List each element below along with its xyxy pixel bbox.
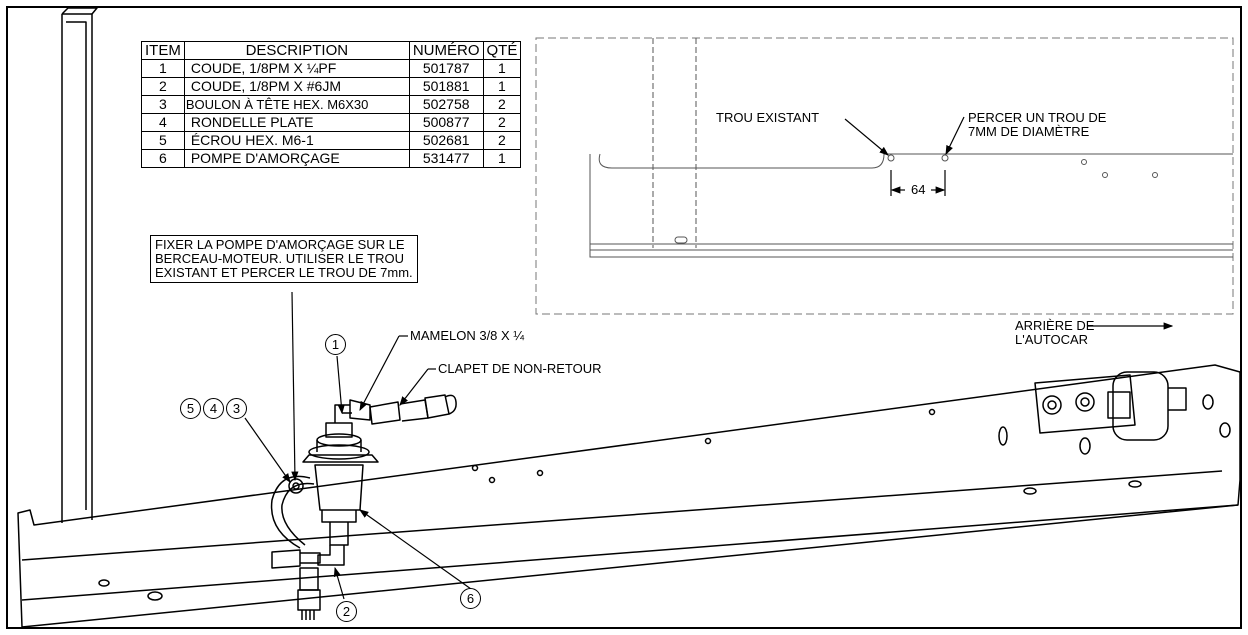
rear-line: ARRIÈRE DE [1015,318,1095,333]
cell-numero: 501787 [408,59,484,78]
instruction-note: FIXER LA POMPE D'AMORÇAGE SUR LE BERCEAU… [150,235,418,283]
cell-item: 6 [141,149,185,168]
col-description: DESCRIPTION [183,41,410,60]
cell-qte: 1 [482,77,522,96]
table-row: 3 BOULON À TÊTE HEX. M6X30 502758 2 [141,95,522,114]
callout-3: 3 [226,398,247,419]
dimension-label: 64 [911,182,926,197]
callout-5: 5 [180,398,201,419]
drill-hole-label: PERCER UN TROU DE 7MM DE DIAMÈTRE [968,111,1106,139]
cell-item: 4 [141,113,185,132]
cell-numero: 500877 [408,113,484,132]
cell-item: 1 [141,59,185,78]
callout-2: 2 [336,601,357,622]
cell-qte: 1 [482,59,522,78]
table-row: 2 COUDE, 1/8PM X #6JM 501881 1 [141,77,522,96]
cell-numero: 502758 [408,95,484,114]
callout-4: 4 [203,398,224,419]
cell-item: 2 [141,77,185,96]
callout-6: 6 [460,588,481,609]
cell-numero: 501881 [408,77,484,96]
table-row: 5 ÉCROU HEX. M6-1 502681 2 [141,131,522,150]
instruction-line: FIXER LA POMPE D'AMORÇAGE SUR LE [155,237,405,252]
drawing-frame [6,6,1242,629]
col-qte: QTÉ [482,41,522,60]
engine-cradle-rail [17,364,1241,628]
instruction-line: EXISTANT ET PERCER LE TROU DE 7mm. [155,265,413,280]
parts-table: ITEM DESCRIPTION NUMÉRO QTÉ 1 COUDE, 1/8… [141,41,522,168]
rear-line: L'AUTOCAR [1015,332,1089,347]
table-header-row: ITEM DESCRIPTION NUMÉRO QTÉ [141,41,522,60]
nipple-label: MAMELON 3/8 X ¼ [410,328,525,343]
rear-of-coach-label: ARRIÈRE DE L'AUTOCAR [1015,319,1094,347]
elbow-fitting [271,545,345,620]
cell-description: ÉCROU HEX. M6-1 [183,131,410,150]
col-item: ITEM [141,41,185,60]
table-row: 1 COUDE, 1/8PM X ¼PF 501787 1 [141,59,522,78]
cell-description: BOULON À TÊTE HEX. M6X30 [183,95,410,114]
drill-hole-line: 7MM DE DIAMÈTRE [968,124,1090,139]
table-row: 6 POMPE D'AMORÇAGE 531477 1 [141,149,522,168]
priming-pump [270,394,457,549]
cell-numero: 531477 [408,149,484,168]
vertical-post [61,7,98,523]
cell-qte: 2 [482,95,522,114]
existing-hole-label: TROU EXISTANT [716,110,820,125]
cell-qte: 2 [482,131,522,150]
cell-qte: 1 [482,149,522,168]
table-row: 4 RONDELLE PLATE 500877 2 [141,113,522,132]
cell-description: RONDELLE PLATE [183,113,410,132]
leader-lines [244,291,1174,600]
cell-description: COUDE, 1/8PM X #6JM [183,77,410,96]
cell-qte: 2 [482,113,522,132]
mounting-bracket [1034,371,1187,441]
drill-hole-line: PERCER UN TROU DE [968,110,1107,125]
detail-view [535,37,1234,315]
check-valve-label: CLAPET DE NON-RETOUR [438,361,602,376]
callout-1: 1 [325,334,346,355]
cell-numero: 502681 [408,131,484,150]
instruction-line: BERCEAU-MOTEUR. UTILISER LE TROU [155,251,404,266]
cell-item: 3 [141,95,185,114]
col-numero: NUMÉRO [408,41,484,60]
cell-description: POMPE D'AMORÇAGE [183,149,410,168]
cell-description: COUDE, 1/8PM X ¼PF [183,59,410,78]
cell-item: 5 [141,131,185,150]
